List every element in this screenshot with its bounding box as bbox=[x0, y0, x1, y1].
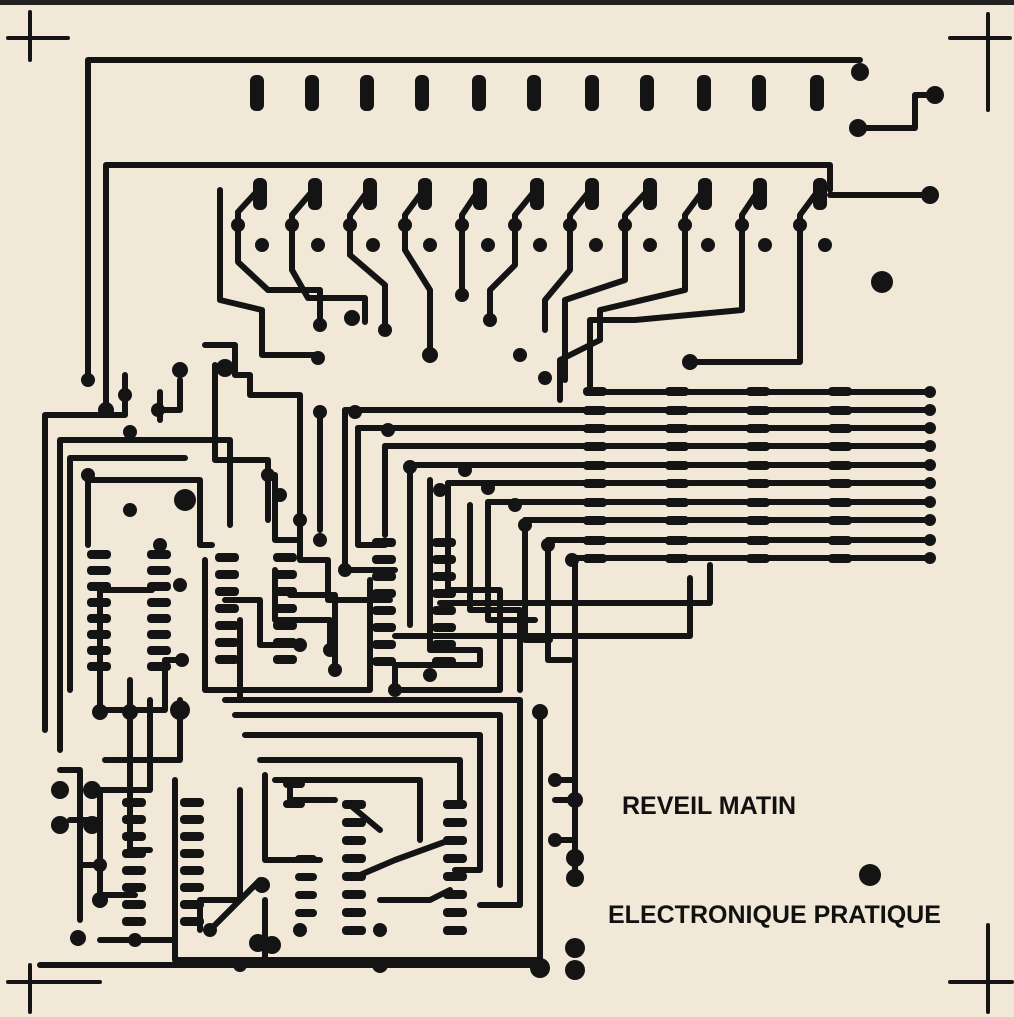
registration-mark-top-left bbox=[6, 10, 70, 62]
copper-traces bbox=[37, 57, 938, 968]
registration-mark-top-right bbox=[948, 12, 1012, 112]
pads bbox=[51, 63, 944, 980]
publisher-label: ELECTRONIQUE PRATIQUE bbox=[608, 901, 941, 929]
registration-mark-bottom-left bbox=[6, 963, 102, 1014]
top-border bbox=[0, 0, 1014, 5]
board-title: REVEIL MATIN bbox=[622, 792, 797, 820]
registration-mark-bottom-right bbox=[948, 923, 1014, 1014]
